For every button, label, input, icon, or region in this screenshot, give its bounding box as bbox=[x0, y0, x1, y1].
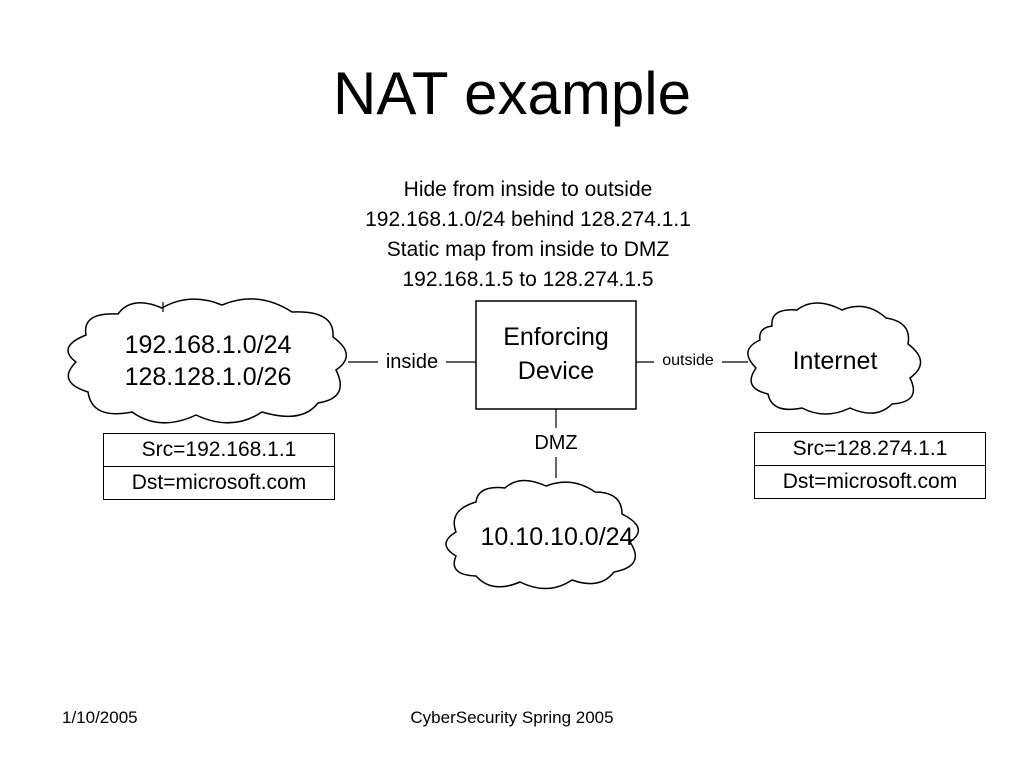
rule-line: Static map from inside to DMZ bbox=[386, 238, 670, 261]
internet-label: Internet bbox=[792, 347, 878, 375]
outside-packet-dst: Dst=microsoft.com bbox=[755, 465, 985, 498]
inside-packet-src: Src=192.168.1.1 bbox=[141, 438, 297, 461]
device-line-2: Device bbox=[517, 357, 595, 385]
rule-line: Hide from inside to outside bbox=[403, 178, 653, 201]
inside-subnet-2: 128.128.1.0/26 bbox=[124, 363, 292, 391]
enforcing-device-label: Enforcing Device bbox=[476, 320, 636, 388]
slide-title: NAT example bbox=[333, 60, 691, 127]
dmz-cloud bbox=[445, 479, 639, 590]
dmz-link-label: DMZ bbox=[534, 432, 578, 454]
inside-link-label: inside bbox=[385, 351, 439, 373]
footer-course: CyberSecurity Spring 2005 bbox=[410, 708, 614, 727]
inside-network-cloud bbox=[67, 298, 347, 424]
footer-date: 1/10/2005 bbox=[62, 708, 138, 727]
inside-packet-dst: Dst=microsoft.com bbox=[104, 466, 334, 499]
rule-line: 192.168.1.5 to 128.274.1.5 bbox=[402, 268, 654, 291]
rule-line: 192.168.1.0/24 behind 128.274.1.1 bbox=[365, 208, 691, 231]
outside-packet-src: Src=128.274.1.1 bbox=[792, 437, 948, 460]
dmz-subnet-label: 10.10.10.0/24 bbox=[480, 523, 634, 551]
inside-network-label: 192.168.1.0/24 128.128.1.0/26 bbox=[88, 329, 328, 393]
outside-link-label: outside bbox=[662, 352, 714, 369]
inside-subnet-1: 192.168.1.0/24 bbox=[124, 331, 292, 359]
internet-cloud bbox=[747, 302, 922, 415]
outside-packet-box: Src=128.274.1.1 Dst=microsoft.com bbox=[754, 432, 986, 499]
nat-rules: Hide from inside to outside 192.168.1.0/… bbox=[262, 175, 794, 295]
inside-packet-box: Src=192.168.1.1 Dst=microsoft.com bbox=[103, 433, 335, 500]
device-line-1: Enforcing bbox=[503, 323, 609, 351]
